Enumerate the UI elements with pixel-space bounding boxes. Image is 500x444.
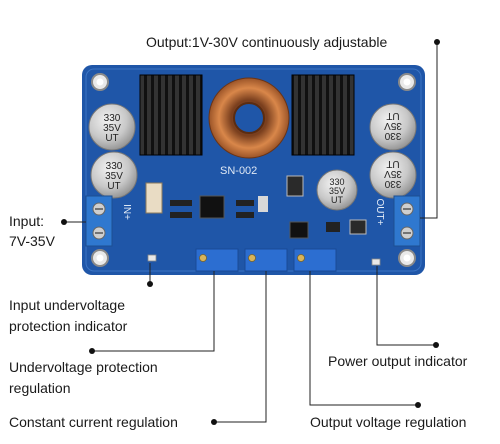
output-terminal xyxy=(393,195,421,247)
leader-power xyxy=(376,266,436,346)
output-voltage-label: Output voltage regulation xyxy=(310,414,467,430)
cap-text-br-1: 330 xyxy=(384,178,401,189)
capacitor-bottom-right xyxy=(369,151,417,199)
cap-text-bl-3: UT xyxy=(107,181,120,192)
undervoltage-led xyxy=(147,254,157,262)
capacitor-top-right xyxy=(369,103,417,151)
cap-text-tl-3: UT xyxy=(105,133,118,144)
fuse-component xyxy=(145,182,163,214)
output-range-label: Output:1V-30V continuously adjustable xyxy=(146,34,388,50)
current-potentiometer[interactable] xyxy=(244,248,288,272)
inductor-coil xyxy=(208,77,290,159)
smd-resistors xyxy=(170,200,192,206)
cap-text-c-3: UT xyxy=(331,195,343,205)
driver-chip xyxy=(289,221,309,239)
leader-output xyxy=(420,42,438,219)
cap-text-br-3: UT xyxy=(386,158,399,169)
capacitor-center xyxy=(316,169,358,211)
board-model-text: SN-002 xyxy=(220,165,257,177)
uv-regulation-label-line1: Undervoltage protection xyxy=(9,359,158,375)
cap-text-tl-2: 35V xyxy=(103,123,121,134)
cap-text-bl-2: 35V xyxy=(105,171,123,182)
cap-text-tr-3: UT xyxy=(386,110,399,121)
heatsink-right xyxy=(291,74,355,156)
capacitor-top-left xyxy=(88,103,136,151)
heatsink-left xyxy=(139,74,203,156)
capacitor-bottom-left xyxy=(90,151,138,199)
power-led xyxy=(371,258,381,266)
controller-chip xyxy=(199,195,225,219)
input-terminal-label: IN+ xyxy=(121,204,132,220)
cap-text-bl-1: 330 xyxy=(106,161,123,172)
constant-current-label: Constant current regulation xyxy=(9,414,178,430)
output-terminal-label: OUT+ xyxy=(374,199,385,226)
input-terminal xyxy=(85,195,113,247)
undervoltage-potentiometer[interactable] xyxy=(195,248,239,272)
cap-text-tr-2: 35V xyxy=(384,120,402,131)
uv-indicator-label-line2: protection indicator xyxy=(9,318,128,334)
cap-text-c-2: 35V xyxy=(329,186,345,196)
leader-voltage xyxy=(309,271,418,406)
cap-text-br-2: 35V xyxy=(384,168,402,179)
smd-inductor xyxy=(286,175,304,197)
leader-dots xyxy=(61,39,440,425)
power-indicator-label: Power output indicator xyxy=(328,353,468,369)
voltage-potentiometer[interactable] xyxy=(293,248,337,272)
uv-regulation-label-line2: regulation xyxy=(9,380,71,396)
input-label: Input: xyxy=(9,213,45,229)
leader-uv-regulation xyxy=(92,271,215,352)
leader-current xyxy=(214,271,267,423)
input-range-label: 7V-35V xyxy=(9,233,55,249)
uv-indicator-label-line1: Input undervoltage xyxy=(9,297,125,313)
cap-text-tr-1: 330 xyxy=(384,130,401,141)
cap-text-c-1: 330 xyxy=(329,177,344,187)
leader-lines xyxy=(64,42,438,423)
mounting-holes xyxy=(91,73,416,267)
cap-text-tl-1: 330 xyxy=(104,113,121,124)
